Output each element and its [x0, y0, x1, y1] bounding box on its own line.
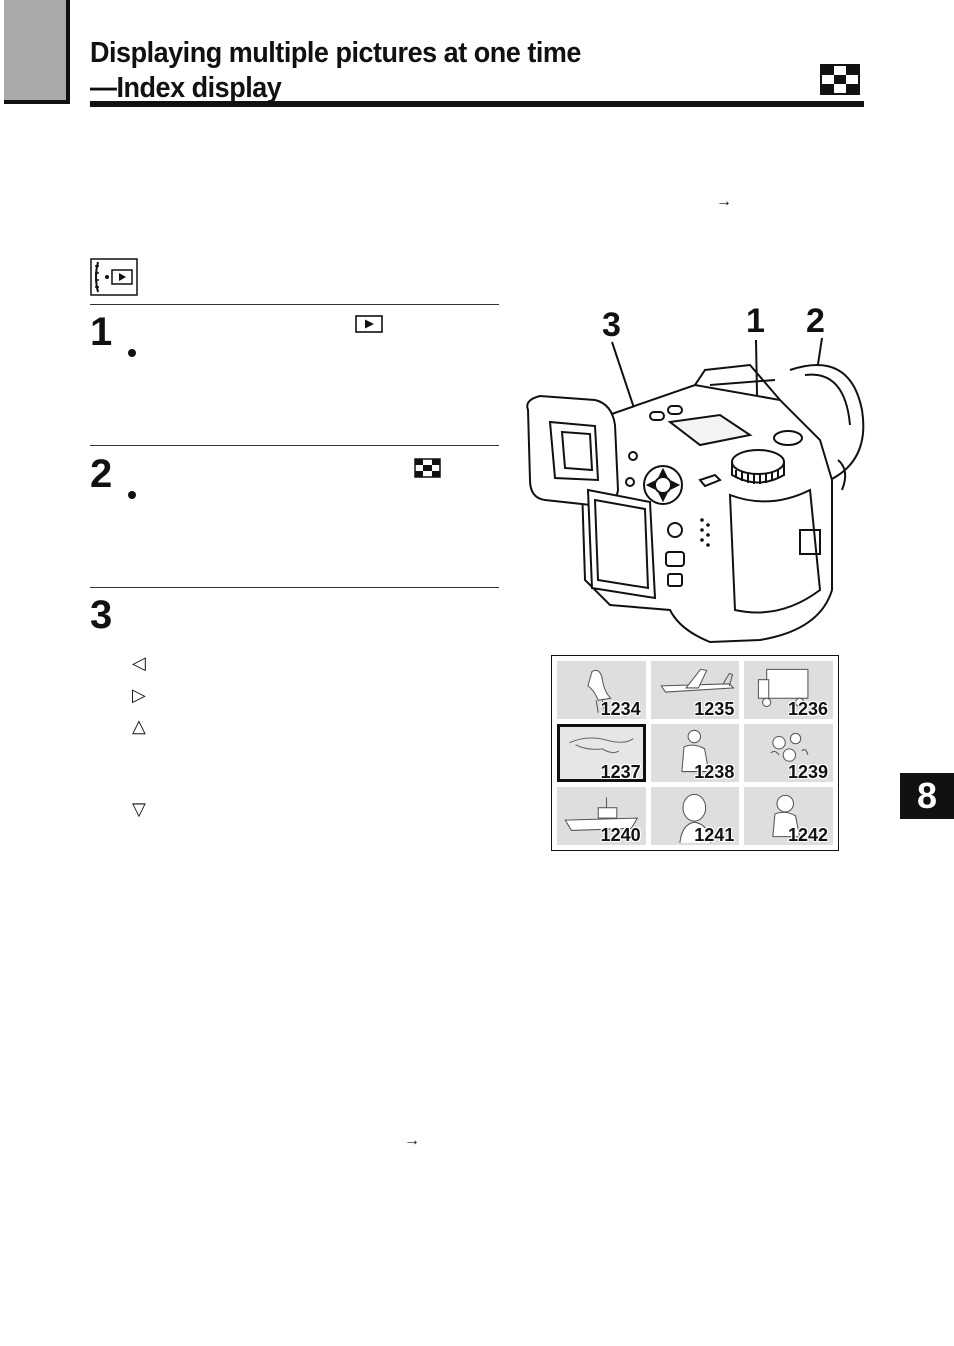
frame-number: 1237: [600, 762, 641, 782]
frame-number: 1241: [694, 825, 735, 845]
callout-2: 2: [806, 302, 825, 340]
frame-number: 1242: [787, 825, 828, 845]
thumbnail-frame[interactable]: 1236: [744, 661, 833, 719]
page-title-line1: Displaying multiple pictures at one time: [90, 37, 581, 69]
thumbnail-bird-image: [587, 669, 612, 713]
playback-icon: [355, 315, 383, 333]
page-title-line2: —Index display: [90, 72, 282, 104]
thumbnail-truck-image: [758, 668, 809, 708]
thumbnail-ship-image: [564, 797, 639, 831]
step-3-rule: [90, 587, 499, 588]
callout-1: 1: [746, 302, 765, 340]
frame-number: 1238: [694, 762, 735, 782]
arrow-right-icon: →: [404, 1132, 420, 1149]
thumbnail-airplane-image: [660, 668, 735, 693]
thumbnail-hand-image: [569, 737, 634, 754]
index-display-icon: [414, 458, 441, 478]
step-2-number: 2: [90, 452, 113, 496]
step-3-number: 3: [90, 593, 113, 637]
playback-mode-dial-icon: [90, 258, 138, 296]
thumbnail-person-image: [681, 729, 710, 773]
thumbnail-frame[interactable]: 1239: [744, 724, 833, 782]
step-2-rule: [90, 445, 499, 446]
arrow-right-button-icon: ▷: [132, 685, 146, 705]
index-display-screen: 1234 1235 1236 1237 1238: [551, 655, 839, 851]
thumbnail-frame[interactable]: 1240: [557, 787, 646, 845]
thumbnail-frame[interactable]: 1235: [650, 661, 740, 719]
frame-number: 1236: [787, 699, 828, 719]
arrow-up-button-icon: △: [132, 716, 146, 736]
thumbnail-frame[interactable]: 1234: [557, 661, 646, 719]
thumbnail-frame[interactable]: 1238: [650, 724, 740, 782]
arrow-right-icon: →: [716, 193, 732, 210]
callout-3: 3: [602, 306, 621, 344]
thumbnail-frame-selected[interactable]: 1237: [557, 724, 646, 782]
thumbnail-flowers-image: [770, 732, 809, 762]
step-1-bullet: [128, 349, 136, 357]
chapter-color-tab: [4, 0, 70, 104]
thumbnail-frame[interactable]: 1241: [650, 787, 740, 845]
page-title: Displaying multiple pictures at one time…: [90, 36, 581, 106]
index-display-icon: [820, 64, 860, 95]
step-1-number: 1: [90, 310, 113, 354]
arrow-down-button-icon: ▽: [132, 799, 146, 819]
thumbnail-child-image: [772, 794, 801, 838]
chapter-number-tab: 8: [900, 773, 954, 819]
step-2-bullet: [128, 491, 136, 499]
arrow-left-button-icon: ◁: [132, 653, 146, 673]
frame-number: 1234: [600, 699, 641, 719]
frame-number: 1240: [600, 825, 641, 845]
thumbnail-portrait-image: [679, 793, 711, 843]
frame-number: 1239: [787, 762, 828, 782]
camera-illustration: [526, 337, 865, 644]
step-1-rule: [90, 304, 499, 305]
title-rule: [90, 101, 864, 107]
thumbnail-frame[interactable]: 1242: [744, 787, 833, 845]
frame-number: 1235: [694, 699, 735, 719]
